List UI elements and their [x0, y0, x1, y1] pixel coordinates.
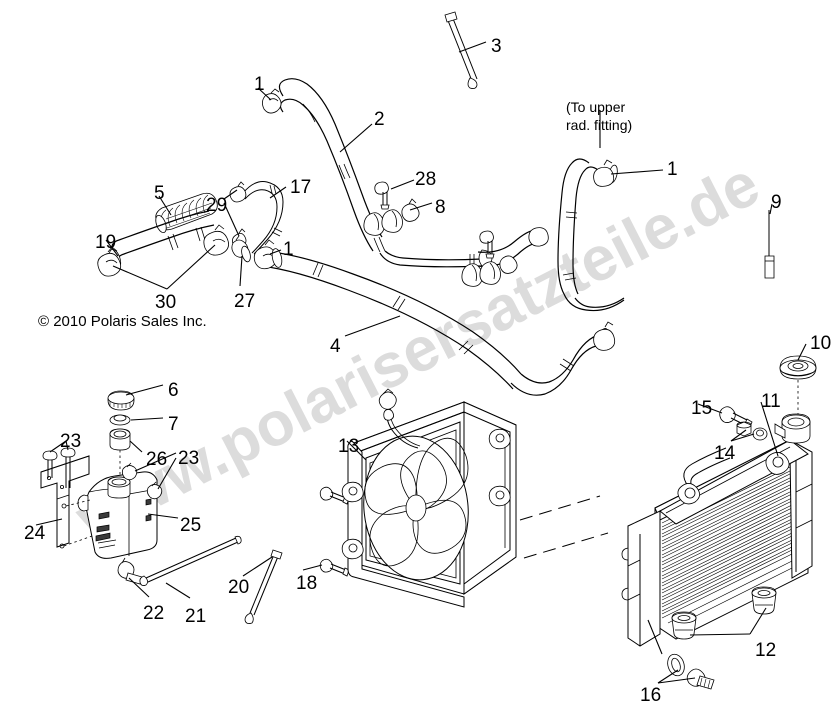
part-13-fan-assembly — [341, 388, 517, 608]
callout-22-elbow: 22 — [143, 603, 165, 624]
part-21-overflow-tube — [139, 535, 242, 586]
note-to-upper-rad-fitting: (To upper rad. fitting) — [566, 99, 633, 133]
part-25-recovery-bottle — [77, 471, 158, 559]
callout-15-screw: 15 — [691, 398, 713, 419]
alignment-dashes — [519, 495, 609, 559]
part-9-pin — [764, 210, 775, 279]
callout-21-tube: 21 — [185, 606, 207, 627]
callout-3-long-screw: 3 — [491, 36, 502, 57]
callout-10-rad-cap: 10 — [810, 333, 832, 354]
callout-19-return-hose: 19 — [95, 232, 117, 253]
callout-24-bracket: 24 — [24, 523, 46, 544]
callout-8-clamp-block: 8 — [435, 197, 446, 218]
callout-30-clamps: 30 — [155, 292, 177, 313]
part-5-spring-protector — [155, 192, 218, 233]
part-23-rivets-top — [42, 447, 76, 488]
part-20-long-screw — [244, 549, 283, 624]
part-26-filler-neck — [109, 428, 131, 451]
part-18-screw — [319, 558, 350, 577]
callout-26-filler-neck: 26 — [146, 449, 168, 470]
callout-5-spring: 5 — [154, 183, 165, 204]
callout-16-drain-plug: 16 — [640, 685, 662, 704]
callout-27-tee: 27 — [234, 291, 256, 312]
callout-4-lower-hose: 4 — [330, 336, 341, 357]
bracket-align-line-1 — [65, 499, 91, 507]
callout-20-long-screw: 20 — [228, 577, 250, 598]
part-19-return-hose — [97, 210, 215, 277]
callout-1-clamp-mid: 1 — [283, 239, 294, 260]
leader-lines — [35, 41, 807, 684]
part-23-rivets-right — [121, 462, 163, 500]
callout-1-upper-clamp: 1 — [254, 74, 265, 95]
part-10-radiator-cap — [779, 355, 817, 380]
callout-12-grommets: 12 — [755, 640, 777, 661]
callout-7-gasket: 7 — [168, 414, 179, 435]
hose-stub-lower-right — [477, 227, 549, 267]
part-17-bypass-hose — [242, 181, 284, 255]
part-22-elbow-fitting — [117, 557, 143, 585]
part-4-lower-hose — [253, 239, 616, 396]
part-16-drain-plug-oring — [667, 653, 715, 690]
part-27-tee-fitting — [231, 235, 251, 263]
part-12-grommets — [671, 586, 777, 640]
callout-6-bottle-cap: 6 — [168, 380, 179, 401]
callout-13-fan: 13 — [338, 436, 360, 457]
callout-9-pin: 9 — [771, 192, 782, 213]
part-8-28-clamp-block-right — [461, 230, 518, 287]
callout-29-small-clamps: 29 — [206, 195, 228, 216]
callout-23-rivets-left: 23 — [60, 431, 82, 452]
callout-23-rivets-right: 23 — [178, 448, 200, 469]
callout-18-screw: 18 — [296, 573, 318, 594]
callout-17-bypass-hose: 17 — [290, 177, 312, 198]
callout-25-bottle: 25 — [180, 515, 202, 536]
part-7-gasket — [109, 414, 131, 426]
part-3-long-screw — [444, 11, 478, 89]
callout-1-rad-fitting: 1 — [667, 159, 678, 180]
callout-11-mount-bolt: 11 — [761, 391, 781, 412]
callout-2-upper-hose: 2 — [374, 109, 385, 130]
part-2-upper-hose — [278, 78, 493, 268]
part-24-mounting-bracket — [40, 455, 90, 549]
copyright-notice: © 2010 Polaris Sales Inc. — [38, 313, 207, 330]
callout-28-screw: 28 — [415, 169, 437, 190]
callout-14-nut-washer: 14 — [714, 443, 736, 464]
